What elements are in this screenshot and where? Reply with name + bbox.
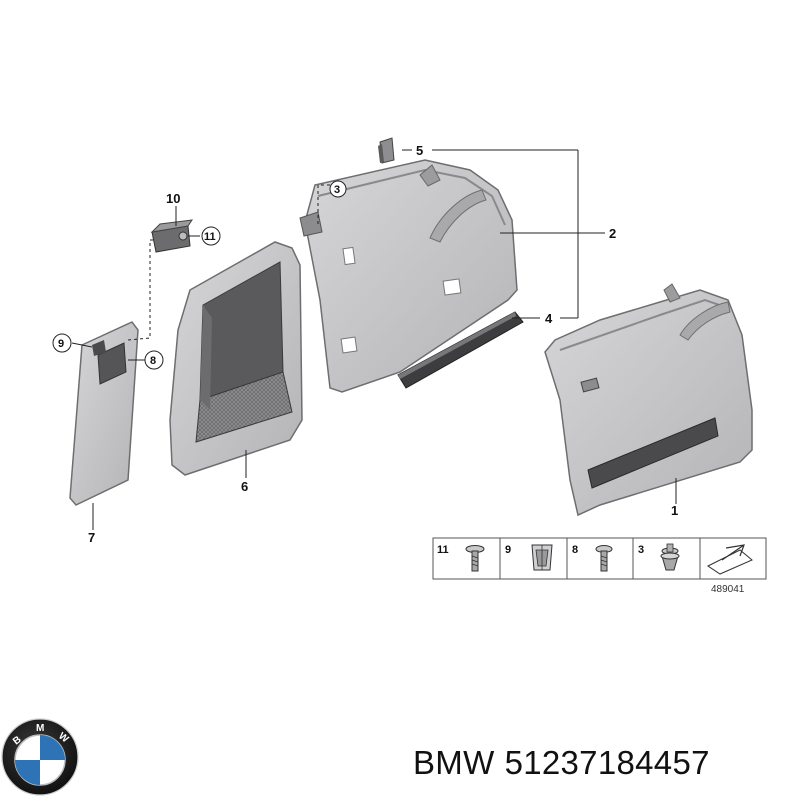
logo-letter-m: M [36, 723, 44, 734]
clip-nut-icon [531, 544, 553, 571]
bmw-logo: B M W [1, 718, 79, 796]
part-1-lower-trim-panel [544, 283, 753, 517]
callout-6: 6 [241, 479, 248, 494]
part-6-storage-tray [169, 241, 303, 476]
legend-number-9: 9 [505, 544, 511, 556]
callout-8-circle: 8 [144, 350, 164, 370]
callout-2: 2 [609, 226, 616, 241]
brand-name: BMW [413, 744, 495, 781]
callout-10: 10 [166, 191, 180, 206]
screw-icon [595, 545, 613, 572]
figure-number: 489041 [711, 584, 745, 595]
part-7-pillar-trim [69, 321, 139, 506]
legend-number-8: 8 [572, 544, 578, 556]
callout-5: 5 [416, 143, 423, 158]
part-5-clip [378, 137, 395, 164]
callout-9-circle: 9 [52, 333, 72, 353]
part-10-socket [150, 219, 194, 253]
expanding-rivet-icon [660, 543, 680, 571]
leader-lines [71, 149, 677, 530]
callout-1: 1 [671, 503, 678, 518]
callout-3-circle: 3 [329, 180, 347, 198]
callout-11: 11 [204, 231, 216, 243]
part-number: 51237184457 [504, 744, 710, 781]
part-4-trim-strip [397, 311, 524, 389]
callout-labels: 5 2 4 1 6 7 10 3 11 9 8 [52, 143, 678, 545]
screw-icon [465, 545, 485, 572]
callout-3: 3 [334, 184, 340, 196]
callout-9: 9 [58, 338, 64, 350]
direction-arrow-icon [707, 544, 753, 575]
callout-7: 7 [88, 530, 95, 545]
legend-number-3: 3 [638, 544, 644, 556]
part-2-side-trim-panel [299, 159, 518, 393]
callout-4: 4 [545, 311, 553, 326]
fastener-legend: 11 9 8 3 [432, 537, 767, 595]
callout-11-circle: 11 [201, 226, 221, 246]
legend-number-11: 11 [437, 544, 449, 556]
callout-8: 8 [150, 355, 156, 367]
